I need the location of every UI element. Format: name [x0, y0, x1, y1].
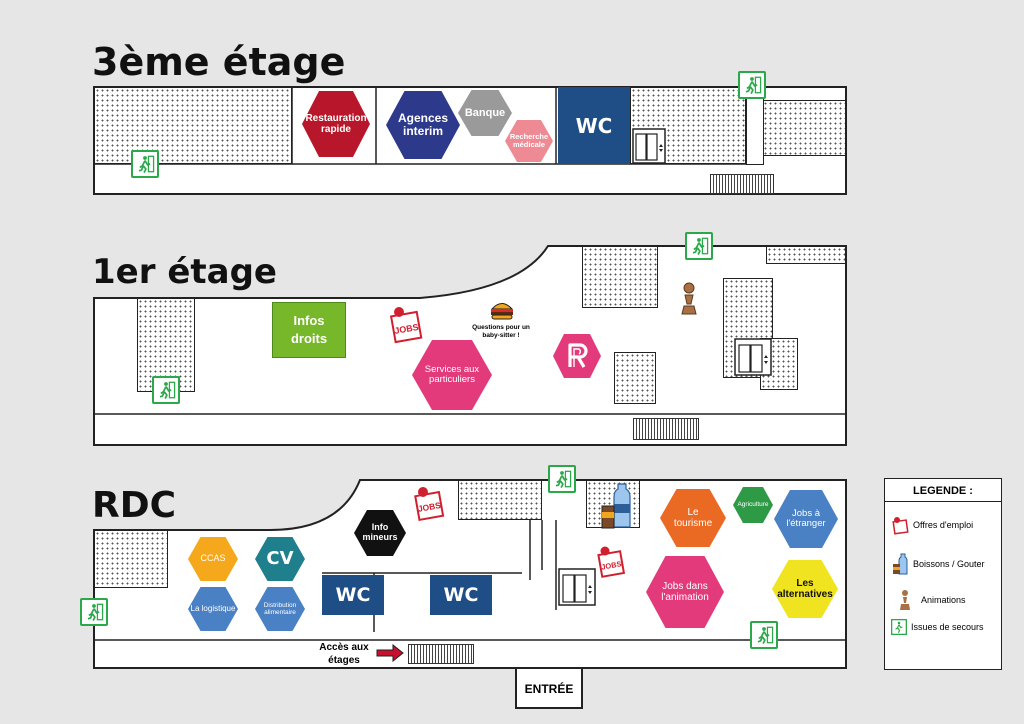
jobs-text: JOBS: [394, 322, 420, 336]
drinks-icon[interactable]: [598, 482, 634, 530]
legend-item: Issues de secours: [891, 619, 984, 635]
emergency-exit-icon[interactable]: [750, 621, 778, 649]
job-offer-icon[interactable]: JOBS: [412, 484, 446, 524]
info-mineurs-stand[interactable]: Info mineurs: [354, 510, 406, 556]
legend-item: Offres d'emploi: [891, 515, 973, 535]
jobs-etranger-stand[interactable]: Jobs à l'étranger: [774, 490, 838, 548]
services-particuliers-stand[interactable]: Services aux particuliers: [412, 340, 492, 410]
legend-label: Animations: [921, 595, 966, 605]
drinks-icon: [893, 553, 908, 575]
legend-item: Boissons / Gouter: [891, 553, 985, 575]
legend-title: LEGENDE :: [885, 479, 1001, 502]
rdc-title: RDC: [92, 485, 177, 526]
chess-pawn-icon[interactable]: [679, 282, 699, 316]
entree-label[interactable]: ENTRÉE: [524, 682, 574, 696]
agriculture-stand[interactable]: Agriculture: [733, 487, 773, 523]
arrow-right-icon: [376, 644, 404, 662]
legend-item: Animations: [899, 589, 966, 611]
dotted-area: [766, 246, 846, 264]
acces-etages-label: Accès aux étages: [319, 642, 369, 666]
legend-label: Boissons / Gouter: [913, 559, 985, 569]
restauration-rapide-stand[interactable]: Restauration rapide: [302, 91, 370, 157]
wc-rdc-right[interactable]: WC: [430, 575, 492, 615]
emergency-exit-icon[interactable]: [80, 598, 108, 626]
agences-interim-stand[interactable]: Agences interim: [386, 91, 460, 159]
legend-box: LEGENDE : Offres d'emploi Boissons / Gou…: [884, 478, 1002, 670]
jobs-animation-stand[interactable]: Jobs dans l'animation: [646, 556, 724, 628]
emergency-exit-icon[interactable]: [548, 465, 576, 493]
babysitter-label: Questions pour un baby-sitter !: [472, 324, 530, 340]
dotted-area: [94, 87, 292, 164]
stairs[interactable]: [633, 418, 699, 440]
dotted-area: [762, 100, 846, 156]
legend-label: Issues de secours: [911, 622, 984, 632]
dotted-area: [582, 246, 658, 308]
elevator-icon[interactable]: [558, 568, 596, 606]
elevator-icon[interactable]: [734, 338, 772, 376]
jobs-text: JOBS: [417, 500, 442, 514]
emergency-exit-icon: [891, 619, 907, 635]
first-floor-title: 1er étage: [92, 252, 277, 292]
chess-pawn-icon: [900, 590, 910, 610]
corridor-gap: [746, 87, 764, 165]
emergency-exit-icon[interactable]: [685, 232, 713, 260]
wc-rdc-left[interactable]: WC: [322, 575, 384, 615]
stairs[interactable]: [408, 644, 474, 664]
infos-droits-label: Infos droits: [290, 312, 328, 346]
elevator-icon[interactable]: [632, 128, 666, 164]
job-offer-icon[interactable]: JOBS: [388, 304, 424, 346]
job-offer-icon: [892, 517, 909, 535]
dotted-area: [630, 87, 746, 164]
r-logo-stand[interactable]: [552, 333, 602, 379]
dotted-area: [94, 530, 168, 588]
stairs[interactable]: [710, 174, 774, 194]
alternatives-stand[interactable]: Les alternatives: [772, 560, 838, 618]
third-floor-title: 3ème étage: [92, 40, 346, 84]
dotted-area: [458, 480, 542, 520]
legend-label: Offres d'emploi: [913, 520, 974, 530]
dotted-area: [614, 352, 656, 404]
job-offer-icon[interactable]: JOBS: [596, 544, 626, 580]
dotted-area: [586, 480, 640, 528]
burger-icon: [490, 303, 514, 320]
infos-droits-stand[interactable]: Infos droits: [272, 302, 346, 358]
emergency-exit-icon[interactable]: [152, 376, 180, 404]
wc-third-floor[interactable]: WC: [558, 87, 630, 164]
jobs-text: JOBS: [601, 559, 623, 571]
recherche-medicale-stand[interactable]: Recherche médicale: [505, 120, 553, 162]
emergency-exit-icon[interactable]: [738, 71, 766, 99]
emergency-exit-icon[interactable]: [131, 150, 159, 178]
